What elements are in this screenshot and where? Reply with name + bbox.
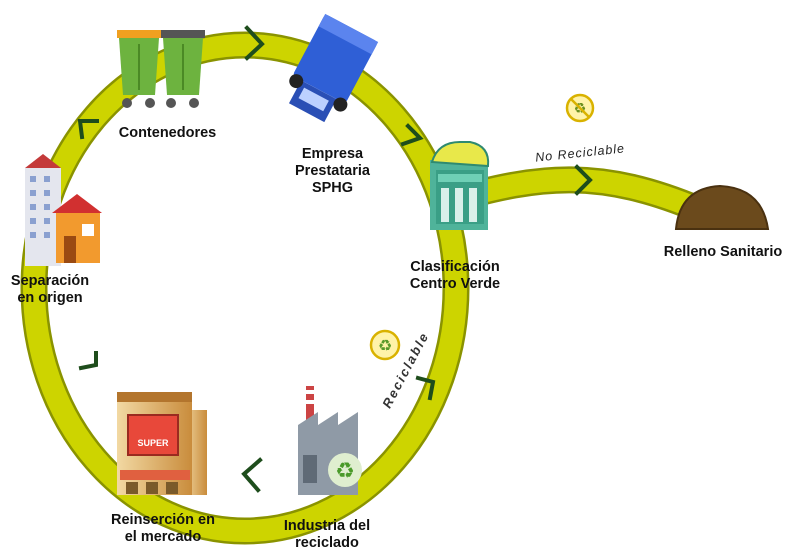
factory-icon: ♻	[298, 386, 362, 495]
label-contenedores: Contenedores	[118, 125, 217, 141]
arrow-bottom	[241, 457, 263, 493]
garbage-bins-icon	[117, 30, 205, 108]
landfill-icon	[674, 184, 770, 230]
arrow-right-lower	[415, 375, 436, 401]
arrow-right-upper	[400, 123, 424, 147]
label-relleno-sanitario: Relleno Sanitario	[663, 244, 783, 260]
recycle-icon: ♻	[369, 329, 401, 361]
garbage-truck-icon	[288, 13, 379, 123]
arrow-left-lower	[78, 351, 98, 371]
arrow-left-upper	[77, 119, 99, 140]
houses-icon	[25, 154, 102, 266]
no-recyclable-branch	[448, 166, 706, 223]
arrow-top	[244, 25, 265, 61]
store-sign: SUPER	[137, 438, 169, 448]
svg-text:♻: ♻	[378, 336, 392, 355]
cycle-loop	[20, 31, 470, 545]
sorting-center-icon	[430, 141, 490, 230]
arrow-branch	[574, 164, 593, 196]
no-recycle-icon: ♻	[565, 93, 595, 123]
no-reciclable-label: No Reciclable	[535, 141, 626, 164]
supermarket-icon: SUPER	[117, 392, 207, 495]
svg-text:♻: ♻	[335, 459, 355, 484]
